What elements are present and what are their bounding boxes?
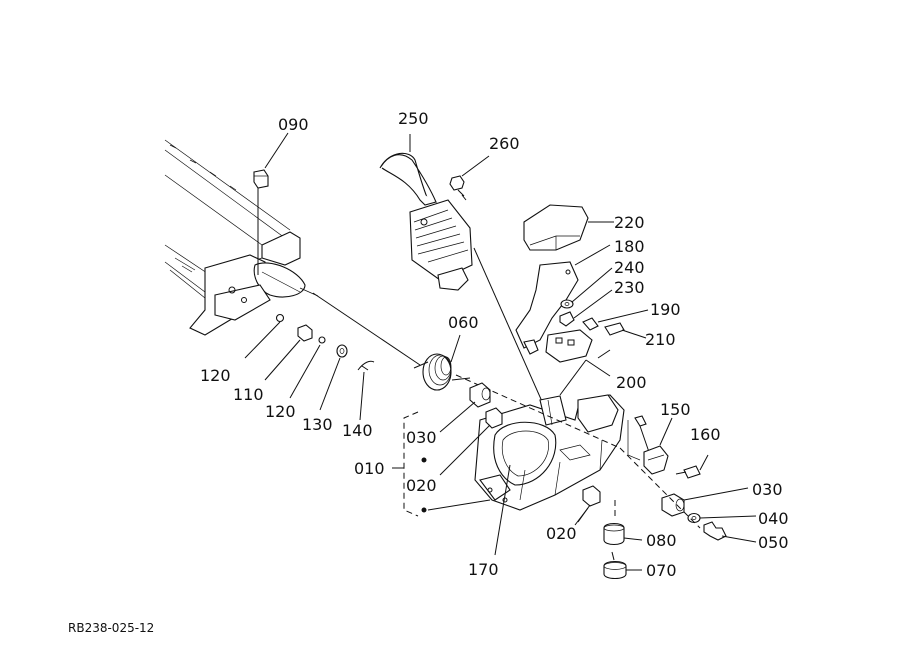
label-260: 260 — [489, 134, 520, 153]
label-240: 240 — [614, 258, 645, 277]
leader-200 — [585, 359, 611, 377]
label-140: 140 — [342, 421, 373, 440]
label-250: 250 — [398, 109, 429, 128]
bushings — [439, 382, 601, 523]
leader-170 — [494, 464, 511, 556]
label-090: 090 — [278, 115, 309, 134]
label-210: 210 — [645, 330, 676, 349]
part-250-control-lever — [379, 134, 549, 416]
label-170: 170 — [468, 560, 499, 579]
label-130: 130 — [302, 415, 333, 434]
label-040: 040 — [758, 509, 789, 528]
label-020-a: 020 — [406, 476, 437, 495]
assembly-010-bracket-marker — [392, 411, 491, 517]
label-200: 200 — [616, 373, 647, 392]
label-020-b: 020 — [546, 524, 577, 543]
label-060: 060 — [448, 313, 479, 332]
right-hardware — [619, 447, 757, 543]
label-080: 080 — [646, 531, 677, 550]
label-230: 230 — [614, 278, 645, 297]
lower-mounts — [603, 522, 643, 580]
part-010-bracket-assembly — [455, 374, 625, 520]
small-parts-row — [244, 292, 421, 421]
label-160: 160 — [690, 425, 721, 444]
label-220: 220 — [614, 213, 645, 232]
label-050: 050 — [758, 533, 789, 552]
frame-assembly — [164, 139, 319, 336]
label-150: 150 — [660, 400, 691, 419]
leader-020b — [574, 507, 589, 526]
label-120-b: 120 — [265, 402, 296, 421]
label-120-a: 120 — [200, 366, 231, 385]
part-180-bracket — [515, 244, 649, 396]
part-220-grip — [523, 204, 614, 251]
label-030-b: 030 — [752, 480, 783, 499]
label-190: 190 — [650, 300, 681, 319]
label-010: 010 — [354, 459, 385, 478]
part-090-cap — [253, 132, 289, 275]
drawing-code: RB238-025-12 — [68, 621, 154, 635]
part-060-spring — [413, 334, 471, 391]
label-070: 070 — [646, 561, 677, 580]
part-150-linkage — [627, 415, 709, 479]
label-110: 110 — [233, 385, 264, 404]
label-030-a: 030 — [406, 428, 437, 447]
label-180: 180 — [614, 237, 645, 256]
